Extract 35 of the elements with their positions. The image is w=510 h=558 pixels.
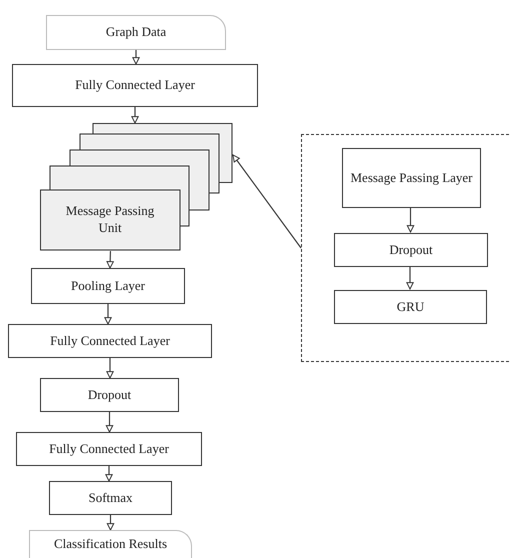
arrow bbox=[106, 515, 114, 530]
process-box bbox=[8, 324, 212, 358]
box-label: Message Passing Unit bbox=[64, 202, 156, 237]
box-label: Classification Results bbox=[52, 536, 168, 553]
process-box bbox=[334, 290, 487, 324]
box-label: Dropout bbox=[388, 242, 434, 258]
dashed-frame bbox=[301, 134, 509, 362]
process-box bbox=[40, 378, 179, 412]
process-box bbox=[49, 481, 172, 515]
arrow bbox=[132, 50, 140, 64]
arrow bbox=[106, 250, 114, 268]
box-label: Fully Connected Layer bbox=[49, 332, 171, 350]
process-box bbox=[16, 432, 202, 466]
terminal-box bbox=[29, 530, 192, 558]
arrow bbox=[106, 358, 114, 378]
box-label: Fully Connected Layer bbox=[48, 440, 170, 458]
process-box bbox=[342, 148, 481, 208]
box-label: GRU bbox=[396, 298, 426, 316]
terminal-box bbox=[46, 15, 226, 50]
box-label: Softmax bbox=[87, 490, 134, 506]
process-box bbox=[334, 233, 488, 267]
box-label: Dropout bbox=[86, 386, 132, 404]
arrow bbox=[406, 266, 414, 290]
arrow bbox=[406, 207, 414, 232]
arrow bbox=[232, 154, 302, 248]
box-label: Graph Data bbox=[104, 24, 168, 41]
box-label: Fully Connected Layer bbox=[74, 77, 196, 94]
box-label: Pooling Layer bbox=[70, 278, 146, 294]
arrow bbox=[131, 107, 139, 124]
arrow bbox=[105, 466, 113, 482]
arrow bbox=[106, 412, 114, 432]
process-box bbox=[12, 64, 258, 107]
process-box bbox=[31, 268, 185, 304]
box-label: Message Passing Layer bbox=[349, 170, 474, 186]
arrow bbox=[104, 304, 112, 324]
